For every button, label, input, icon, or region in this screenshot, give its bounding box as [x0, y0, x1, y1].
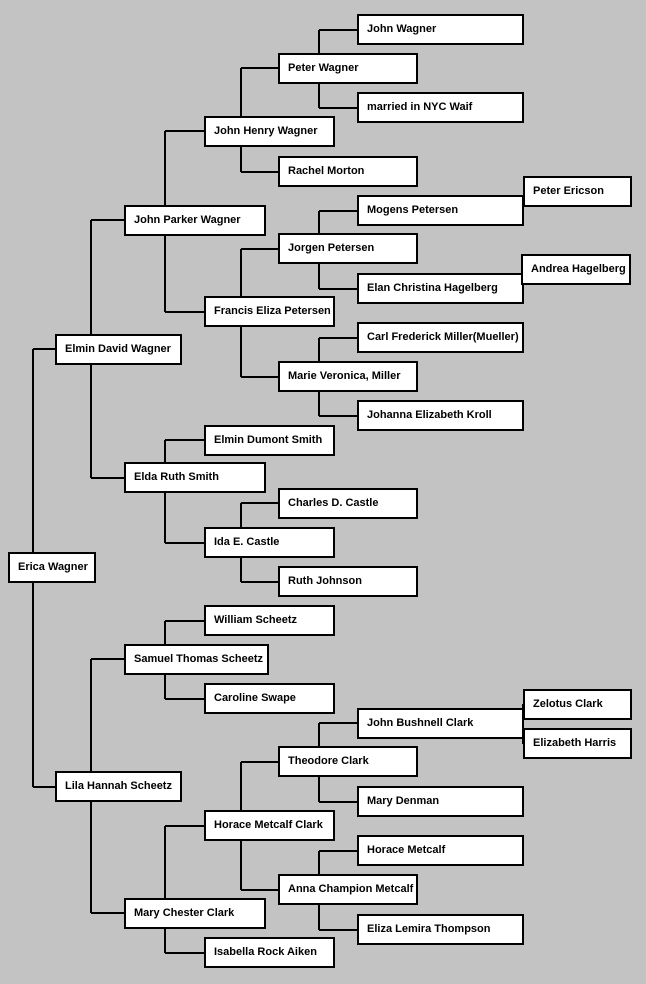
person-ruth-johnson: Ruth Johnson: [278, 566, 418, 597]
person-eliza-lemira-thompson: Eliza Lemira Thompson: [357, 914, 524, 945]
person-mary-denman: Mary Denman: [357, 786, 524, 817]
person-lila-hannah-scheetz: Lila Hannah Scheetz: [55, 771, 182, 802]
person-married-in-nyc-waif: married in NYC Waif: [357, 92, 524, 123]
person-caroline-swape: Caroline Swape: [204, 683, 335, 714]
person-erica-wagner: Erica Wagner: [8, 552, 96, 583]
person-elmin-david-wagner: Elmin David Wagner: [55, 334, 182, 365]
person-zelotus-clark: Zelotus Clark: [523, 689, 632, 720]
person-andrea-hagelberg: Andrea Hagelberg: [521, 254, 631, 285]
person-john-parker-wagner: John Parker Wagner: [124, 205, 266, 236]
person-peter-ericson: Peter Ericson: [523, 176, 632, 207]
person-francis-eliza-petersen: Francis Eliza Petersen: [204, 296, 335, 327]
person-marie-veronica-miller: Marie Veronica, Miller: [278, 361, 418, 392]
person-elan-christina-hagelberg: Elan Christina Hagelberg: [357, 273, 524, 304]
person-elmin-dumont-smith: Elmin Dumont Smith: [204, 425, 335, 456]
person-anna-champion-metcalf: Anna Champion Metcalf: [278, 874, 418, 905]
person-william-scheetz: William Scheetz: [204, 605, 335, 636]
person-carl-frederick-miller: Carl Frederick Miller(Mueller): [357, 322, 524, 353]
person-samuel-thomas-scheetz: Samuel Thomas Scheetz: [124, 644, 269, 675]
person-isabella-rock-aiken: Isabella Rock Aiken: [204, 937, 335, 968]
person-theodore-clark: Theodore Clark: [278, 746, 418, 777]
person-elda-ruth-smith: Elda Ruth Smith: [124, 462, 266, 493]
person-horace-metcalf: Horace Metcalf: [357, 835, 524, 866]
person-mary-chester-clark: Mary Chester Clark: [124, 898, 266, 929]
person-john-bushnell-clark: John Bushnell Clark: [357, 708, 524, 739]
person-peter-wagner: Peter Wagner: [278, 53, 418, 84]
person-rachel-morton: Rachel Morton: [278, 156, 418, 187]
person-horace-metcalf-clark: Horace Metcalf Clark: [204, 810, 335, 841]
person-mogens-petersen: Mogens Petersen: [357, 195, 524, 226]
person-jorgen-petersen: Jorgen Petersen: [278, 233, 418, 264]
person-johanna-elizabeth-kroll: Johanna Elizabeth Kroll: [357, 400, 524, 431]
person-john-henry-wagner: John Henry Wagner: [204, 116, 335, 147]
person-ida-e-castle: Ida E. Castle: [204, 527, 335, 558]
connector-marych: [164, 825, 204, 954]
person-john-wagner: John Wagner: [357, 14, 524, 45]
person-elizabeth-harris: Elizabeth Harris: [523, 728, 632, 759]
person-charles-d-castle: Charles D. Castle: [278, 488, 418, 519]
